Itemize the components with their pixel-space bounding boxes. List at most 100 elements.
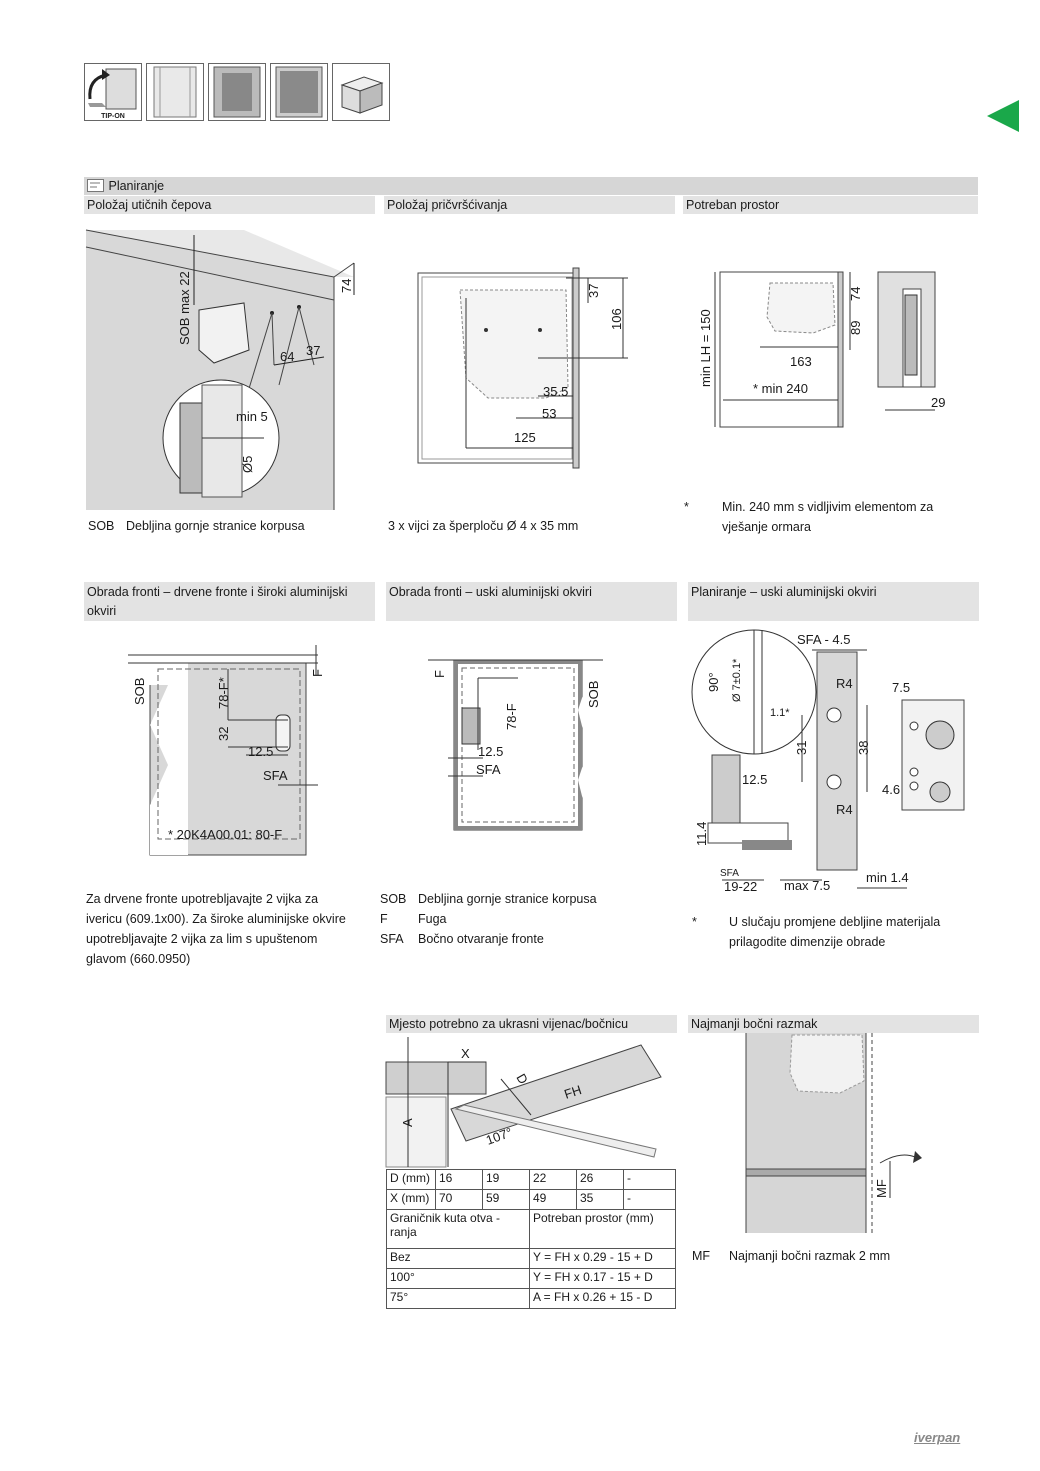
cornice-diagram: X D FH A 107° — [385, 1037, 662, 1168]
planning-narrow-diagram: SFA - 4.5 90° Ø 7±0.1* 1.1* R4 7.5 31 38… — [691, 629, 965, 894]
svg-text:F: F — [432, 670, 447, 678]
svg-text:F: F — [310, 669, 325, 677]
cabinet-cube-icon — [332, 63, 390, 121]
front-narrow-diagram: F 78-F SOB 12.5 SFA — [428, 659, 603, 831]
svg-text:74: 74 — [848, 287, 863, 301]
svg-text:78-F*: 78-F* — [216, 677, 231, 709]
svg-text:FH: FH — [562, 1082, 583, 1102]
svg-text:TIP-ON: TIP-ON — [101, 113, 125, 120]
svg-text:90°: 90° — [706, 672, 721, 692]
svg-text:min LH = 150: min LH = 150 — [698, 309, 713, 387]
svg-text:35.5: 35.5 — [543, 384, 568, 399]
space-note: Min. 240 mm s vidljivim elementom za vje… — [722, 500, 934, 534]
svg-text:37: 37 — [586, 284, 601, 298]
page-arrow-icon — [987, 100, 1019, 132]
header-icon-strip: TIP-ON — [84, 63, 394, 121]
planning-narrow-header: Planiranje – uski aluminijski okviri — [688, 582, 979, 621]
table-row: 75° A = FH x 0.26 + 15 - D — [386, 1288, 676, 1309]
svg-text:max 7.5: max 7.5 — [784, 878, 830, 893]
svg-text:29: 29 — [931, 395, 945, 410]
planning-icon — [87, 179, 104, 192]
narrow-legend-text-0: Debljina gornje stranice korpusa — [418, 892, 597, 906]
svg-text:SOB: SOB — [586, 681, 601, 708]
svg-text:R4: R4 — [836, 676, 853, 691]
svg-text:31: 31 — [794, 741, 809, 755]
svg-text:125: 125 — [514, 430, 536, 445]
wide-aluminium-frame-icon — [208, 63, 266, 121]
wood-front-icon — [146, 63, 204, 121]
front-wood-diagram: SOB F 78-F* 32 12.5 SFA * 20K4A00.01: 80… — [128, 645, 325, 856]
mounting-note: 3 x vijci za šperploču Ø 4 x 35 mm — [388, 519, 579, 533]
planning-narrow-note-mark: * — [692, 915, 697, 929]
svg-text:12.5: 12.5 — [248, 744, 273, 759]
required-space-header: Potreban prostor — [683, 196, 978, 214]
svg-text:12.5: 12.5 — [478, 744, 503, 759]
narrow-aluminium-frame-icon — [270, 63, 328, 121]
svg-text:7.5: 7.5 — [892, 680, 910, 695]
svg-text:min 1.4: min 1.4 — [866, 870, 909, 885]
mounting-position-diagram: 37 106 35.5 53 125 — [417, 267, 628, 469]
front-narrow-header: Obrada fronti – uski aluminijski okviri — [386, 582, 677, 621]
svg-text:38: 38 — [856, 741, 871, 755]
svg-text:Ø5: Ø5 — [240, 456, 255, 473]
svg-text:SOB: SOB — [132, 678, 147, 705]
mounting-position-header: Položaj pričvršćivanja — [384, 196, 675, 214]
narrow-legend-text-2: Bočno otvaranje fronte — [418, 932, 544, 946]
side-gap-header: Najmanji bočni razmak — [688, 1015, 979, 1033]
svg-text:89: 89 — [848, 321, 863, 335]
svg-text:12.5: 12.5 — [742, 772, 767, 787]
side-gap-legend-text: Najmanji bočni razmak 2 mm — [729, 1249, 891, 1263]
svg-text:19-22: 19-22 — [724, 879, 757, 894]
svg-text:37: 37 — [306, 343, 320, 358]
svg-text:* min 240: * min 240 — [753, 381, 808, 396]
plug-legend-text: Debljina gornje stranice korpusa — [126, 519, 305, 533]
cornice-table: D (mm) 16 19 22 26 - X (mm) 70 59 49 35 … — [386, 1169, 676, 1309]
planning-band: Planiranje — [84, 177, 978, 195]
svg-text:R4: R4 — [836, 802, 853, 817]
narrow-legend-key-0: SOB — [380, 892, 407, 906]
brand-logo: iverpan — [914, 1430, 961, 1445]
svg-text:64: 64 — [280, 349, 294, 364]
narrow-legend-text-1: Fuga — [418, 912, 447, 926]
svg-text:163: 163 — [790, 354, 812, 369]
svg-text:SFA: SFA — [476, 762, 501, 777]
plug-position-header: Položaj utičnih čepova — [84, 196, 375, 214]
svg-text:11.4: 11.4 — [694, 822, 709, 846]
svg-text:1.1*: 1.1* — [770, 707, 790, 719]
planning-narrow-note: U slučaju promjene debljine materijala p… — [729, 915, 941, 949]
table-row: Graničnik kuta otva - ranja Potreban pro… — [386, 1209, 676, 1249]
svg-text:SFA - 4.5: SFA - 4.5 — [797, 632, 850, 647]
svg-text:SFA: SFA — [720, 868, 739, 879]
side-gap-diagram: MF — [745, 1033, 922, 1233]
svg-text:32: 32 — [216, 727, 231, 741]
narrow-legend-key-2: SFA — [380, 932, 404, 946]
tip-on-icon: TIP-ON — [84, 63, 142, 121]
svg-text:74: 74 — [339, 279, 354, 293]
table-row: X (mm) 70 59 49 35 - — [386, 1189, 676, 1210]
svg-text:X: X — [461, 1046, 470, 1061]
narrow-legend-key-1: F — [380, 912, 388, 926]
planning-title: Planiranje — [108, 179, 165, 193]
front-wood-header: Obrada fronti – drvene fronte i široki a… — [84, 582, 375, 621]
plug-legend-key: SOB — [88, 519, 115, 533]
svg-text:106: 106 — [609, 308, 624, 330]
svg-text:SFA: SFA — [263, 768, 288, 783]
table-row: Bez Y = FH x 0.29 - 15 + D — [386, 1248, 676, 1269]
plug-position-diagram: SOB max 22 74 64 37 min 5 Ø5 — [85, 229, 355, 510]
cornice-header: Mjesto potrebno za ukrasni vijenac/bočni… — [386, 1015, 677, 1033]
svg-text:MF: MF — [874, 1179, 889, 1198]
svg-text:Ø 7±0.1*: Ø 7±0.1* — [731, 658, 743, 702]
space-note-mark: * — [684, 500, 689, 514]
side-gap-legend-key: MF — [692, 1249, 711, 1263]
table-row: D (mm) 16 19 22 26 - — [386, 1169, 676, 1190]
table-row: 100° Y = FH x 0.17 - 15 + D — [386, 1268, 676, 1289]
svg-text:* 20K4A00.01: 80-F: * 20K4A00.01: 80-F — [168, 827, 282, 842]
svg-text:min 5: min 5 — [236, 409, 268, 424]
svg-text:53: 53 — [542, 406, 556, 421]
front-wood-note: Za drvene fronte upotrebljavajte 2 vijka… — [86, 892, 346, 966]
svg-text:4.6: 4.6 — [882, 782, 900, 797]
svg-text:A: A — [400, 1118, 415, 1127]
svg-text:78-F: 78-F — [504, 703, 519, 730]
svg-text:SOB max 22: SOB max 22 — [177, 271, 192, 345]
required-space-diagram: min LH = 150 74 89 163 * min 240 29 — [698, 271, 945, 428]
